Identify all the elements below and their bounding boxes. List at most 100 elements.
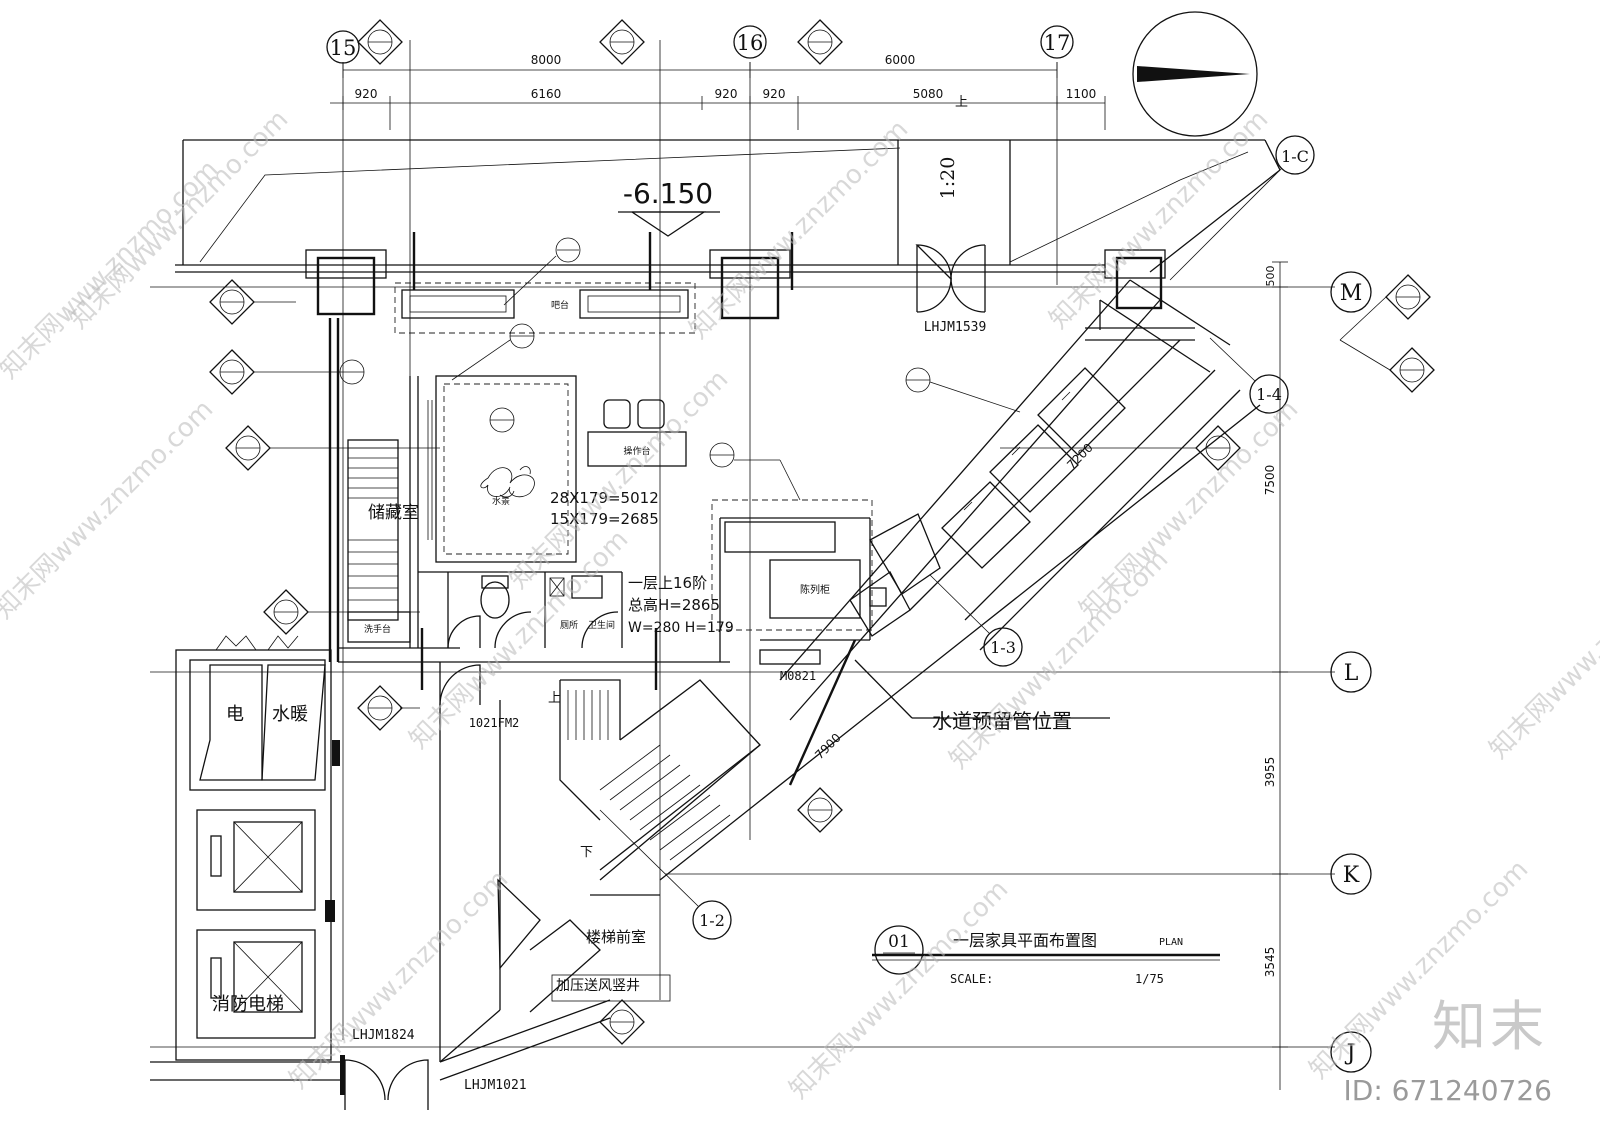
svg-text:操作台: 操作台 [623, 445, 650, 457]
watermarks: 知末网www.znzmo.com 知末网www.znzmo.com 知末网www… [0, 104, 1600, 1105]
wc-door [494, 611, 532, 649]
grid-column-16: 16 [733, 25, 767, 59]
svg-text:M0821: M0821 [780, 669, 816, 683]
grid-row-j: J [1330, 1031, 1372, 1073]
north-arrow-icon [1132, 11, 1258, 137]
svg-text:储藏室: 储藏室 [368, 503, 419, 523]
svg-text:电: 电 [226, 704, 244, 725]
svg-text:7900: 7900 [812, 731, 843, 762]
svg-text:3545: 3545 [1263, 947, 1277, 978]
toilet-door [447, 615, 481, 649]
sink-door [581, 611, 619, 649]
svg-text:消防电梯: 消防电梯 [212, 994, 284, 1015]
svg-text:楼梯前室: 楼梯前室 [586, 928, 646, 946]
svg-text:1-4: 1-4 [1256, 385, 1282, 404]
door-m0821: M0821 [759, 649, 821, 683]
svg-text:17: 17 [1044, 31, 1071, 55]
water-pipe-callout: 水道预留管位置 [854, 659, 1110, 733]
grid-diagonal-1c: 1-C [1169, 135, 1315, 281]
svg-text:知末网www.znzmo.com: 知末网www.znzmo.com [1484, 534, 1600, 765]
door-lhjm1021: LHJM1021 LHJM1824 [150, 999, 611, 1110]
grid-lines [150, 62, 1335, 1048]
bar-label: 吧台 [551, 299, 569, 311]
svg-text:SCALE:: SCALE: [950, 972, 993, 986]
svg-text:LHJM1539: LHJM1539 [924, 320, 987, 335]
structural-columns [305, 249, 1166, 320]
svg-text:1-2: 1-2 [699, 911, 725, 930]
svg-text:知末网www.znzmo.com: 知末网www.znzmo.com [0, 394, 219, 625]
section-markers [209, 19, 1435, 1045]
svg-text:厕所: 厕所 [560, 620, 578, 631]
dimension-right: 500 7500 3955 3545 [1263, 261, 1288, 1090]
leader-tags [339, 237, 1021, 501]
water-feature: 水景 [427, 375, 577, 563]
grid-row-m: M [1330, 271, 1372, 313]
svg-text:01: 01 [888, 932, 910, 952]
bar-chairs: 操作台 [587, 399, 687, 467]
door-lhjm1539: LHJM1539 [915, 244, 987, 335]
grid-row-k: K [1330, 853, 1372, 895]
svg-text:L: L [1344, 661, 1359, 686]
svg-text:920: 920 [715, 87, 738, 101]
svg-text:洗手台: 洗手台 [364, 623, 391, 635]
svg-text:J: J [1345, 1041, 1356, 1066]
svg-text:水道预留管位置: 水道预留管位置 [932, 709, 1072, 733]
grid-column-17: 17 [1040, 25, 1074, 59]
svg-text:7500: 7500 [1263, 465, 1277, 496]
svg-text:知末网www.znzmo.com: 知末网www.znzmo.com [284, 864, 515, 1095]
grid-diagonal-13: 1-3 [929, 574, 1023, 667]
svg-text:陈列柜: 陈列柜 [800, 583, 830, 596]
svg-text:8000: 8000 [531, 53, 562, 67]
stair-note-1: 一层上16阶 [628, 574, 707, 592]
svg-text:920: 920 [763, 87, 786, 101]
interior-walls [328, 282, 873, 663]
svg-text:卫生间: 卫生间 [588, 619, 615, 631]
svg-text:1:20: 1:20 [937, 157, 959, 200]
svg-text:下: 下 [580, 845, 593, 860]
riser-calc-2: 15X179=2685 [550, 510, 659, 528]
svg-text:1/75: 1/75 [1135, 972, 1164, 986]
svg-text:3955: 3955 [1263, 757, 1277, 788]
svg-text:一层家具平面布置图: 一层家具平面布置图 [953, 931, 1097, 950]
pressure-shaft: 加压送风竖井 楼梯前室 [497, 878, 671, 1013]
svg-text:知末网www.znzmo.com: 知末网www.znzmo.com [64, 104, 295, 335]
svg-text:水暖: 水暖 [272, 704, 308, 725]
svg-text:-6.150: -6.150 [623, 177, 713, 210]
svg-text:K: K [1343, 863, 1360, 888]
grid-diagonal-12: 1-2 [599, 809, 732, 940]
grid-diagonal-14: 1-4 [1209, 337, 1289, 414]
brand-watermark: 知末 [1432, 995, 1548, 1058]
svg-text:知末网www.znzmo.com: 知末网www.znzmo.com [684, 114, 915, 345]
long-counter-left [401, 289, 515, 319]
svg-text:PLAN: PLAN [1159, 937, 1183, 948]
svg-text:知末网www.znzmo.com: 知末网www.znzmo.com [1074, 394, 1305, 625]
svg-text:1100: 1100 [1066, 87, 1097, 101]
door-1021fm2: 1021FM2 [439, 664, 520, 730]
stair-note-3: W=280 H=179 [628, 620, 734, 636]
grid-column-15: 15 [326, 30, 360, 64]
riser-calc-1: 28X179=5012 [550, 489, 659, 507]
image-id: ID: 671240726 [1343, 1074, 1552, 1107]
svg-text:上: 上 [955, 95, 968, 110]
dimension-top: 8000 6000 920 6160 920 920 5080 1100 [330, 53, 1106, 130]
toilet [480, 575, 510, 619]
svg-text:1-C: 1-C [1281, 147, 1309, 166]
svg-text:5080: 5080 [913, 87, 944, 101]
svg-text:1-3: 1-3 [990, 638, 1016, 657]
svg-text:LHJM1824: LHJM1824 [352, 1028, 415, 1043]
sink [549, 575, 603, 599]
svg-text:知末网www.znzmo.com: 知末网www.znzmo.com [784, 874, 1015, 1105]
svg-text:水景: 水景 [492, 495, 510, 507]
svg-text:LHJM1021: LHJM1021 [464, 1078, 527, 1093]
grid-row-l: L [1330, 651, 1372, 693]
svg-text:920: 920 [355, 87, 378, 101]
stair-note-2: 总高H=2865 [628, 596, 720, 614]
cut-marks [409, 40, 794, 1000]
service-block: 电 水暖 消防电梯 [175, 635, 340, 1061]
svg-text:1021FM2: 1021FM2 [469, 716, 520, 730]
long-counter-right [579, 289, 689, 319]
display-cabinet: 陈列柜 [724, 521, 887, 619]
svg-text:上: 上 [548, 691, 561, 706]
svg-text:500: 500 [1264, 266, 1277, 287]
